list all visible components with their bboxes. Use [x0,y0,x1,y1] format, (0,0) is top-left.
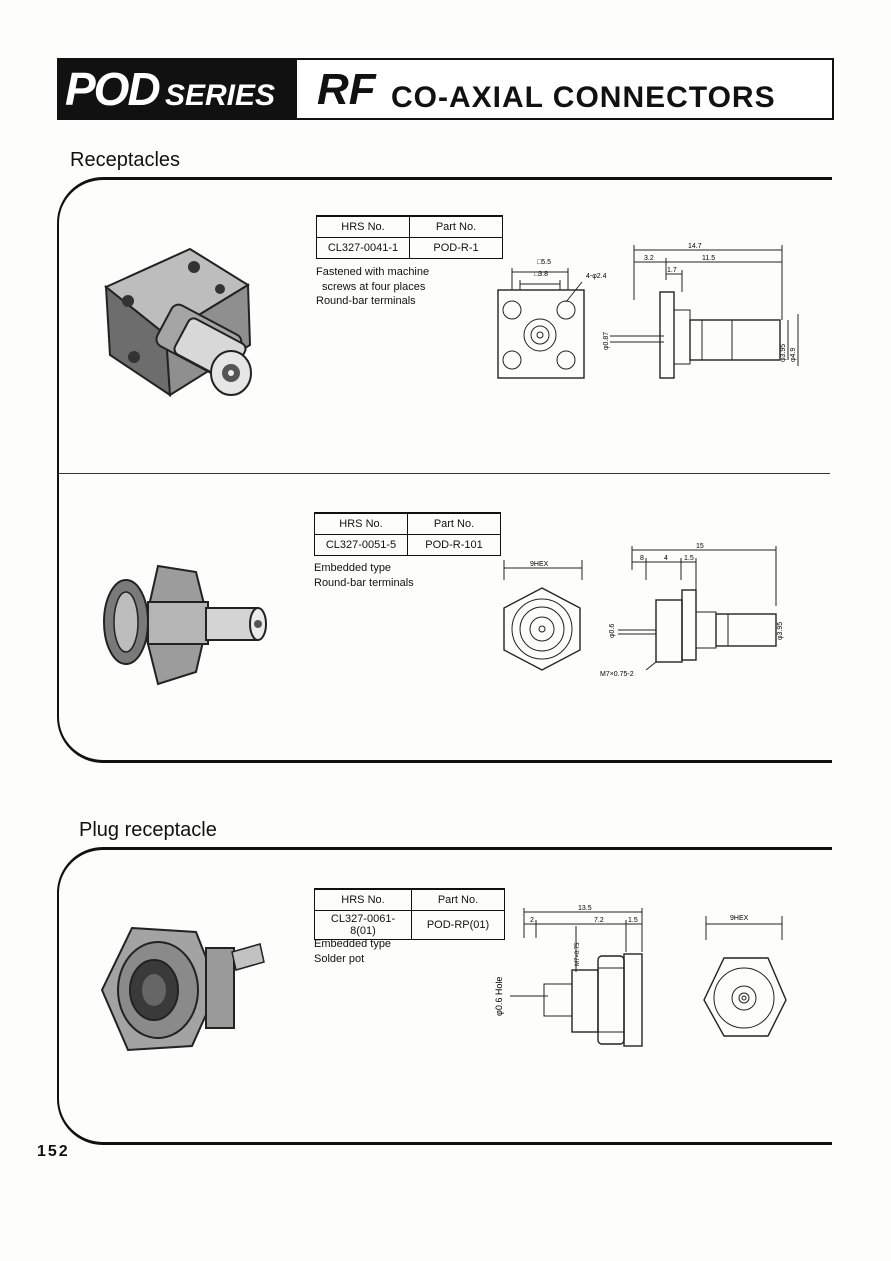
description-line: Embedded type [314,938,392,950]
description-line: Embedded type [314,562,392,574]
part-table-pod-r-101: HRS No. Part No. CL327-0051-5 POD-R-101 [314,512,501,556]
hrs-no-value: CL327-0041-1 [316,237,410,259]
dim-body-diameter: φ3.95 [780,344,787,362]
part-table-pod-r-1: HRS No. Part No. CL327-0041-1 POD-R-1 [316,215,503,259]
description-line: Solder pot [314,952,365,965]
dim-step: 1.5 [628,917,638,924]
product-description: Embedded type Solder pot [314,937,391,966]
dim-step: 1.5 [684,555,694,562]
rf-label: RF [317,65,376,114]
part-no-value: POD-R-1 [409,237,503,259]
dim-total-length: 13.5 [578,905,592,912]
description-line: screws at four places [322,280,426,293]
product-photo-pod-r-1 [104,247,252,397]
dim-body: 7.2 [594,917,604,924]
dim-pin-diameter: φ0.6 [609,624,616,638]
description-line: Round-bar terminals [314,576,414,589]
dim-hex: 9HEX [730,915,749,922]
section-title-receptacles: Receptacles [70,149,181,171]
description-line: Fastened with machine [316,266,430,278]
drawing-pod-r-101: 9HEX 15 8 4 1.5 φ0.6 φ3.95 M7×0.75-2 [503,543,784,678]
drawing-pod-r-1: □5.5 □3.8 4-φ2.4 14.7 3.2 11.5 1.7 φ0.87… [497,243,799,379]
dim-thread: M7×0.75-2 [600,671,634,678]
dim-flange: 3.2 [644,255,654,262]
dim-total-length: 14.7 [688,243,702,250]
hrs-no-value: CL327-0061-8(01) [314,910,412,940]
dim-thread: M7×0.75 [575,942,581,966]
receptacles-frame [57,177,832,763]
page-title: CO-AXIAL CONNECTORS [391,81,776,114]
part-table-pod-rp-01: HRS No. Part No. CL327-0061-8(01) POD-RP… [314,888,505,940]
section-divider [58,473,830,474]
product-photo-pod-rp-01 [100,926,265,1052]
part-no-value: POD-RP(01) [411,910,505,940]
dim-body: 11.5 [702,255,715,262]
dim-body: 4 [664,555,668,562]
dim-body-diameter: φ3.95 [777,622,784,640]
product-photo-pod-r-101 [103,564,267,686]
drawing-pod-rp-01: 13.5 2 7.2 1.5 M7×0.75 φ0.6 Hole 9HEX [494,905,787,1047]
dim-pin-diameter: φ0.87 [603,332,610,350]
page-number: 152 [37,1143,70,1160]
dim-square-inner: □3.8 [534,271,548,278]
section-title-plug-receptacle: Plug receptacle [79,819,217,841]
dim-solder-pot: 2 [530,917,534,924]
description-line: Round-bar terminals [316,295,416,307]
dim-hex: 9HEX [530,561,549,568]
hrs-no-header: HRS No. [316,215,410,238]
product-description: Embedded type Round-bar terminals [314,561,414,590]
dim-outer-diameter: φ4.9 [790,348,797,362]
hrs-no-header: HRS No. [314,512,408,535]
plug-receptacle-frame [57,847,832,1145]
series-name: POD [65,63,161,115]
dim-step: 1.7 [667,267,677,274]
hrs-no-value: CL327-0051-5 [314,534,408,556]
series-banner: POD SERIES RF CO-AXIAL CONNECTORS [57,58,834,120]
part-no-header: Part No. [409,215,503,238]
product-description: Fastened with machine screws at four pla… [316,265,429,309]
dim-holes: 4-φ2.4 [586,273,607,280]
series-label: SERIES [165,79,276,112]
part-no-header: Part No. [407,512,501,535]
series-badge: POD SERIES [59,60,297,118]
part-no-value: POD-R-101 [407,534,501,556]
dim-square-outer: □5.5 [537,259,551,266]
hrs-no-header: HRS No. [314,888,412,911]
dim-flange: 8 [640,555,644,562]
dim-hole: φ0.6 Hole [494,977,504,1016]
dim-total-length: 15 [696,543,704,550]
